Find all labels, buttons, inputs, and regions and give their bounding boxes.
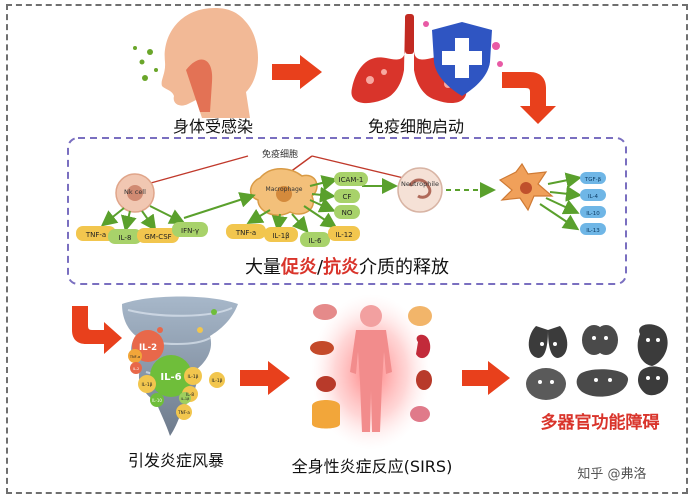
macro-product-label: IL-6 [309, 237, 322, 245]
macro-top-label: CF [343, 193, 352, 201]
cytokine-storm-tornado [122, 296, 238, 436]
macro-product-label: IL-1β [272, 232, 289, 240]
nk-cell-label: Nk cell [124, 188, 146, 196]
step-storm-label: 引发炎症风暴 [128, 451, 224, 470]
cell-product-label: TGF-β [584, 177, 602, 183]
macrophage-arrows [246, 175, 398, 234]
storm-label: IL-10 [152, 398, 162, 403]
step-sirs-label: 全身性炎症反应(SIRS) [292, 457, 453, 476]
outer-dashed-frame [6, 4, 688, 494]
immune-cells-header: 免疫细胞 [262, 148, 298, 160]
cell-product-pills [580, 172, 606, 235]
macro-product-label: IL-12 [335, 231, 352, 239]
macro-top-label: ICAM-1 [339, 176, 364, 184]
storm-label: IL-1β [211, 378, 222, 384]
nk-product-label: GM-CSF [144, 233, 171, 241]
macro-product-label: TNF-a [235, 229, 256, 237]
storm-label: IL-1β [141, 382, 152, 388]
cell-product-label: IL-13 [586, 228, 600, 234]
macrophage-label: Macrophage [266, 186, 303, 193]
storm-label: IL-6 [160, 372, 181, 383]
arrow-bend-icon [72, 306, 122, 354]
storm-label: IL-2 [139, 343, 157, 353]
nk-product-label: IL-8 [119, 234, 132, 242]
arrow-right-icon [462, 361, 510, 395]
nk-cell [115, 173, 155, 213]
arrow-right-icon [272, 55, 322, 89]
infected-head-illustration [133, 8, 258, 118]
step-immune-start-label: 免疫细胞启动 [368, 117, 464, 136]
storm-label: IL-1β [187, 374, 198, 380]
neutrophile-cell [397, 167, 443, 213]
cell-product-label: IL-4 [588, 194, 599, 200]
macro-top-label: NO [342, 209, 353, 217]
nk-product-pills [76, 222, 208, 244]
arrow-right-icon [240, 361, 290, 395]
nk-product-label: TNF-a [85, 231, 106, 239]
storm-label: IL-1β [181, 397, 190, 401]
cell-product-label: IL-10 [586, 211, 600, 217]
mediator-dashed-box [67, 137, 627, 285]
sirs-body-illustration [310, 294, 432, 450]
storm-label: IL-2 [133, 367, 139, 371]
arrow-down-icon [502, 72, 556, 124]
step-infection-label: 身体受感染 [173, 117, 253, 136]
failing-organs-illustration [526, 324, 669, 400]
activated-cell [498, 162, 554, 212]
nk-product-label: IFN-γ [181, 227, 199, 235]
mediator-release-title: 大量促炎/抗炎介质的释放 [245, 256, 449, 278]
watermark-text: 知乎 @弗洛 [577, 466, 646, 482]
step-failure-label: 多器官功能障碍 [541, 412, 660, 433]
storm-label: TNF-a [177, 410, 190, 415]
neutrophile-label: Neutrophile [401, 180, 439, 188]
nk-arrows [100, 192, 256, 232]
storm-label: IL-8 [186, 392, 194, 398]
cell-product-arrows [539, 172, 582, 231]
macro-product-pills [226, 172, 368, 247]
lungs-shield-illustration [351, 14, 503, 104]
storm-label: TNF-a [129, 355, 140, 359]
